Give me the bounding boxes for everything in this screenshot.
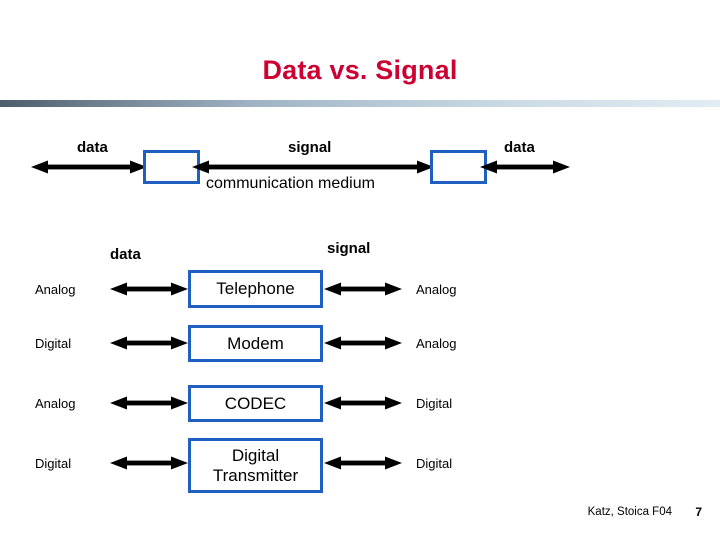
page-title: Data vs. Signal <box>262 55 458 85</box>
table-row-4-center-box: Digital Transmitter <box>188 438 323 493</box>
footer-page-number: 7 <box>695 505 702 519</box>
table-row-4-arrow-left <box>110 456 188 470</box>
table-row-3-center-box: CODEC <box>188 385 323 422</box>
table-row-3-left-label: Analog <box>35 396 76 411</box>
table-row-2-arrow-right <box>324 336 402 350</box>
top-label-data-right: data <box>504 139 535 156</box>
footer-credit: Katz, Stoica F04 <box>587 506 672 518</box>
table-row-2-center-box: Modem <box>188 325 323 362</box>
table-row-4-arrow-right <box>324 456 402 470</box>
table-row-1-center-box: Telephone <box>188 270 323 308</box>
arrow-right-double <box>480 160 570 174</box>
table-row-1-right-label: Analog <box>416 282 457 297</box>
transmitter-box-right <box>430 150 487 184</box>
table-row-1-left-label: Analog <box>35 282 76 297</box>
table-row-1-arrow-right <box>324 282 402 296</box>
table-row-4-center-line1: Digital <box>231 445 280 465</box>
table-header-signal: signal <box>327 240 371 257</box>
arrow-middle-double <box>192 160 434 174</box>
table-row-2-left-label: Digital <box>35 336 72 351</box>
table-row-1-arrow-left <box>110 282 188 296</box>
table-header-data: data <box>110 246 141 263</box>
arrow-left-double <box>31 160 147 174</box>
table-row-2-right-label: Analog <box>416 336 457 351</box>
top-label-signal: signal <box>288 139 332 156</box>
title-divider-bar <box>0 100 720 107</box>
table-row-4-center-line2: Transmitter <box>212 465 299 485</box>
table-row-3-arrow-right <box>324 396 402 410</box>
top-label-data-left: data <box>77 139 108 156</box>
table-row-2-arrow-left <box>110 336 188 350</box>
table-row-3-arrow-left <box>110 396 188 410</box>
table-row-3-right-label: Digital <box>416 396 453 411</box>
table-row-4-right-label: Digital <box>416 456 453 471</box>
table-row-4-left-label: Digital <box>35 456 72 471</box>
top-label-communication-medium: communication medium <box>206 175 375 192</box>
